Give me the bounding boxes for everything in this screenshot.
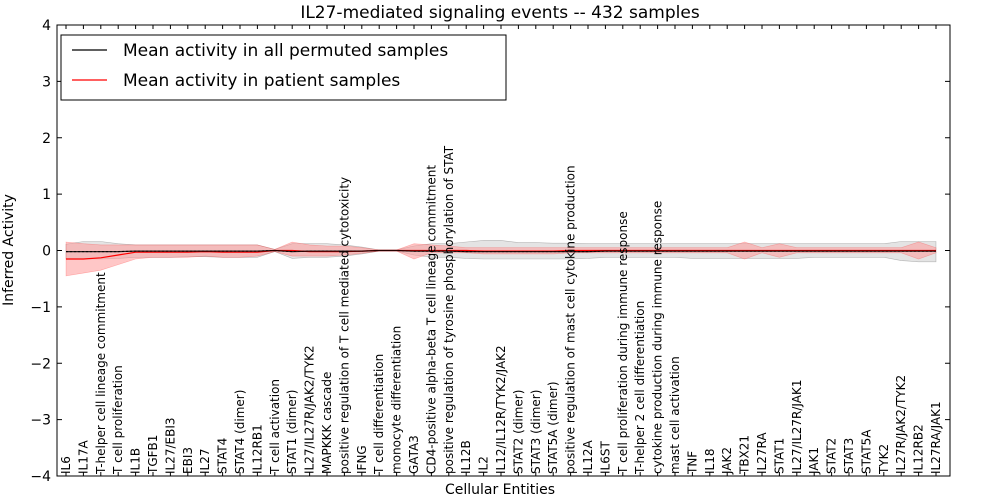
legend: Mean activity in all permuted samples Me… xyxy=(60,34,507,101)
x-category-label: MAPKKK cascade xyxy=(320,372,334,474)
legend-frame xyxy=(60,34,507,101)
series-line-permuted-mean xyxy=(66,249,936,253)
x-category-label: STAT2 xyxy=(825,438,839,474)
x-category-label: IL27/EBI3 xyxy=(163,417,177,474)
x-category-label: IL27RA xyxy=(755,432,769,474)
axis-ticks xyxy=(57,24,950,477)
y-axis-label: Inferred Activity xyxy=(1,194,17,306)
x-category-label: positive regulation of mast cell cytokin… xyxy=(564,165,578,474)
x-category-label: positive regulation of tyrosine phosphor… xyxy=(442,145,456,474)
y-tick-label: −4 xyxy=(30,469,51,485)
x-category-label: IL27/IL27R/JAK2/TYK2 xyxy=(303,345,317,474)
x-category-label: IL27 xyxy=(198,449,212,475)
x-category-label: positive regulation of T cell mediated c… xyxy=(337,177,351,474)
x-category-label: STAT4 (dimer) xyxy=(233,390,247,474)
x-category-label: IL27RA/JAK1 xyxy=(929,401,943,474)
x-category-label: TYK2 xyxy=(877,444,891,475)
x-category-label: TGFB1 xyxy=(146,435,160,475)
y-tick-label: −2 xyxy=(30,356,51,372)
x-category-label: T cell proliferation xyxy=(111,365,125,475)
x-category-label: T cell differentiation xyxy=(372,354,386,475)
x-category-label: STAT1 (dimer) xyxy=(285,390,299,474)
x-category-label: IL1B xyxy=(129,448,143,474)
x-category-label: STAT5A xyxy=(859,429,873,474)
x-category-label: TBX21 xyxy=(738,435,752,475)
x-category-label: STAT2 (dimer) xyxy=(511,390,525,474)
legend-label-permuted: Mean activity in all permuted samples xyxy=(123,41,448,61)
x-category-label: STAT4 xyxy=(216,438,230,474)
x-category-label: T-helper cell lineage commitment xyxy=(94,272,108,475)
chart-title: IL27-mediated signaling events -- 432 sa… xyxy=(300,3,700,23)
x-category-label: STAT3 xyxy=(842,438,856,474)
x-category-label: IL17A xyxy=(76,440,90,474)
x-category-label: STAT3 (dimer) xyxy=(529,390,543,474)
x-axis-label: Cellular Entities xyxy=(445,482,555,498)
x-category-label: IL12B xyxy=(459,440,473,474)
legend-label-patient: Mean activity in patient samples xyxy=(123,71,400,91)
x-category-label: TNF xyxy=(685,451,699,475)
x-category-label: IL12A xyxy=(581,440,595,474)
x-category-label: IL12RB2 xyxy=(912,424,926,474)
x-category-label: IL27R/JAK2/TYK2 xyxy=(894,375,908,474)
x-category-label: STAT1 xyxy=(772,438,786,474)
x-category-label: IFNG xyxy=(355,445,369,474)
y-tick-label: 3 xyxy=(42,74,51,90)
y-axis-tick-labels: −4 −3 −2 −1 0 1 2 3 4 xyxy=(30,18,51,485)
x-category-label: T cell activation xyxy=(268,379,282,475)
x-category-label: IL12RB1 xyxy=(250,424,264,474)
x-category-label: JAK1 xyxy=(807,447,821,475)
x-category-label: CD4-positive alpha-beta T cell lineage c… xyxy=(424,165,438,474)
x-category-label: T cell proliferation during immune respo… xyxy=(616,211,630,475)
x-category-label: STAT5A (dimer) xyxy=(546,381,560,474)
y-tick-label: −1 xyxy=(30,300,51,316)
x-category-label: T-helper 2 cell differentiation xyxy=(633,301,647,475)
x-category-label: IL6 xyxy=(59,456,73,474)
x-category-label: IL12/IL12R/TYK2/JAK2 xyxy=(494,345,508,474)
x-category-label: IL18 xyxy=(703,449,717,475)
y-tick-label: 4 xyxy=(42,18,51,34)
x-category-label: monocyte differentiation xyxy=(390,326,404,474)
x-category-label: GATA3 xyxy=(407,435,421,474)
y-tick-label: 0 xyxy=(42,244,51,260)
x-category-label: IL2 xyxy=(477,456,491,474)
x-category-label: mast cell activation xyxy=(668,356,682,474)
x-category-label: IL6ST xyxy=(598,441,612,474)
x-category-label: IL27/IL27R/JAK1 xyxy=(790,380,804,474)
series-lines xyxy=(66,249,936,260)
y-tick-label: 2 xyxy=(42,131,51,147)
confidence-bands xyxy=(65,240,937,277)
x-category-label: cytokine production during immune respon… xyxy=(651,201,665,474)
x-category-label: EBI3 xyxy=(181,447,195,474)
x-category-label: JAK2 xyxy=(720,447,734,475)
y-tick-label: −3 xyxy=(30,413,51,429)
y-tick-label: 1 xyxy=(42,187,51,203)
